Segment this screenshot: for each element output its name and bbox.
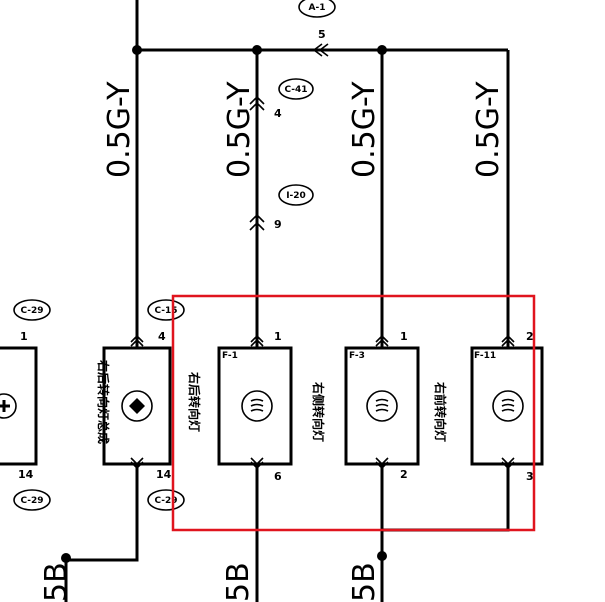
connector-arrow-icon: [130, 334, 144, 347]
connector-c29-bottom-label: C-29: [154, 496, 177, 506]
lamp-icon: [492, 390, 524, 422]
connector-c41: [278, 78, 314, 100]
component-tag: F-11: [474, 351, 496, 361]
connector-arrow-icon: [501, 334, 515, 347]
splice-arrow-icon: [312, 43, 329, 57]
connector-c29-top-label: C-29: [20, 306, 43, 316]
filament-icon: [501, 398, 515, 412]
connector-arrow-icon: [375, 457, 389, 470]
splice-number: 5: [318, 28, 326, 41]
lamp-icon: [121, 390, 153, 422]
connector-arrow-icon: [249, 95, 265, 111]
c41-pin: 4: [274, 107, 282, 120]
connector-arrow-icon: [249, 213, 265, 231]
pin-label: 3: [526, 470, 534, 483]
highlight-box: [171, 294, 536, 532]
component-box: [217, 346, 293, 466]
connector-arrow-icon: [130, 457, 144, 470]
pin-label: 6: [274, 470, 282, 483]
connector-c29-bottom-left-label: C-29: [20, 496, 43, 506]
connector-a1: [298, 0, 336, 18]
wire-spec-label: 0.5G-Y: [222, 81, 257, 178]
left-wire: [64, 0, 139, 602]
connector-c15-label: C-15: [154, 306, 177, 316]
pin-label: 2: [400, 468, 408, 481]
component-box: [344, 346, 420, 466]
connector-c29-bottom: [147, 489, 185, 511]
connector-c29-bottom-left: [13, 489, 51, 511]
pin-label: 14: [18, 468, 34, 481]
connector-c15: [147, 299, 185, 321]
filament-icon: [375, 398, 389, 412]
connector-c29-top: [13, 299, 51, 321]
wire-spec-label: 0.5G-Y: [347, 81, 382, 178]
ground-label: 5B: [39, 562, 74, 602]
junction-dot: [377, 45, 387, 55]
lamp-icon: [0, 393, 17, 419]
component-tag: F-1: [222, 351, 238, 361]
component-name: 右后转向灯: [187, 371, 202, 432]
junction-dot: [132, 45, 142, 55]
component-box: [470, 346, 544, 466]
connector-arrow-icon: [501, 457, 515, 470]
pin-label: 2: [526, 330, 534, 343]
lamp-icon: [241, 390, 273, 422]
lamp-icon: [366, 390, 398, 422]
pin-label: 4: [158, 330, 166, 343]
component-name: 右后转向灯总成: [96, 359, 111, 444]
component-tag: F-3: [349, 351, 365, 361]
connector-i20: [278, 184, 314, 206]
pin-label: 1: [20, 330, 28, 343]
ground-label: 5B: [221, 562, 256, 602]
i20-pin: 9: [274, 218, 282, 231]
connector-i20-label: I-20: [286, 191, 306, 201]
ground-label: 5B: [347, 562, 382, 602]
pin-label: 1: [400, 330, 408, 343]
connector-a1-label: A-1: [309, 3, 326, 13]
component-name: 右前转向灯: [433, 381, 448, 442]
wire-spec-label: 0.5G-Y: [102, 81, 137, 178]
connector-arrow-icon: [250, 334, 264, 347]
junction-dot: [377, 551, 387, 561]
pin-label: 1: [274, 330, 282, 343]
wire-spec-label: 0.5G-Y: [471, 81, 506, 178]
pin-label: 14: [156, 468, 172, 481]
connector-arrow-icon: [375, 334, 389, 347]
junction-dot: [252, 45, 262, 55]
component-name: 右侧转向灯: [311, 381, 326, 442]
connector-arrow-icon: [250, 457, 264, 470]
connector-c41-label: C-41: [284, 85, 307, 95]
filament-icon: [250, 398, 264, 412]
junction-dot: [61, 553, 71, 563]
cross-icon: [0, 400, 10, 412]
arrow-icon: [129, 398, 145, 414]
